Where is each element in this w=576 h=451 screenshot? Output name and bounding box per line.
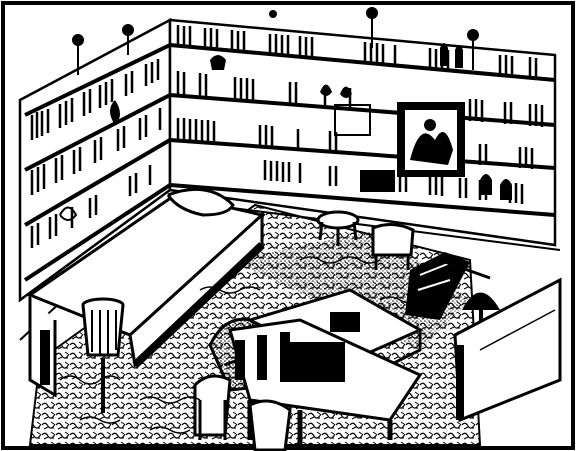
left-wall-bookshelves [18, 17, 172, 303]
front-table [228, 318, 423, 446]
back-wall-bookshelves [168, 18, 557, 247]
foreground-chairs [193, 374, 292, 451]
chairs [371, 223, 491, 320]
wall-lamps [72, 7, 479, 75]
side-table [453, 277, 562, 423]
framed-picture [397, 102, 465, 177]
stool [316, 210, 360, 246]
waste-bin [81, 297, 125, 413]
floor-hatching [59, 256, 421, 434]
